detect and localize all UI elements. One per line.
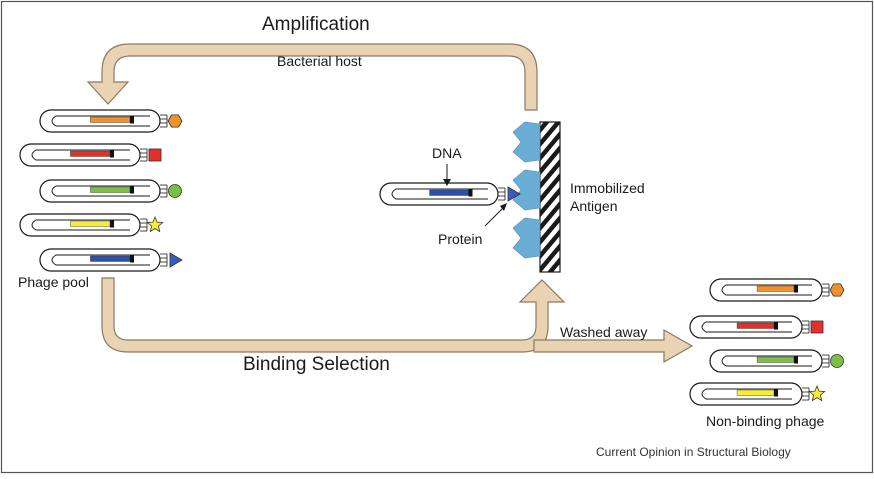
- non-binding-phage-label: Non-binding phage: [706, 413, 825, 429]
- pool-phage-2: [39, 179, 182, 203]
- triangle-protein-tip: [507, 186, 521, 202]
- bound-phage-0: [379, 182, 521, 206]
- phage-dna-loop: [701, 388, 792, 400]
- binding-selection-arrow: [101, 277, 566, 353]
- circle-protein-tip: [168, 184, 182, 198]
- triangle-protein-tip: [169, 252, 183, 268]
- non-binding-group: [689, 278, 845, 406]
- phage-pool-group: [19, 109, 183, 272]
- gene-marker: [130, 116, 134, 124]
- square-protein-tip: [148, 148, 162, 162]
- protein-label: Protein: [438, 231, 483, 247]
- gene-insert: [90, 255, 131, 262]
- phage-dna-loop: [51, 115, 150, 127]
- gene-insert: [756, 285, 795, 292]
- gene-marker: [774, 389, 778, 397]
- gene-marker: [130, 186, 134, 194]
- gene-marker: [774, 322, 778, 330]
- gene-insert: [429, 189, 469, 196]
- antigen-surface: [539, 121, 561, 273]
- gene-insert: [736, 389, 775, 396]
- phage-dna-loop: [31, 149, 130, 161]
- antigen-label-line1: Immobilized: [570, 180, 645, 196]
- phage-dna-loop: [721, 284, 812, 296]
- non-binding-phage-0: [709, 278, 845, 302]
- pool-phage-0: [39, 109, 183, 133]
- protein-pointer-line: [484, 205, 506, 227]
- washed-away-arrow: [533, 328, 694, 364]
- non-binding-phage-3: [689, 382, 826, 406]
- dna-pointer-head: [443, 179, 451, 186]
- gene-insert: [736, 322, 775, 329]
- square-protein-tip: [810, 320, 824, 334]
- amplification-arrow: [86, 43, 538, 111]
- gene-insert: [756, 356, 795, 363]
- antigen-2: [512, 217, 541, 259]
- gene-marker: [794, 285, 798, 293]
- star-protein-tip: [146, 215, 164, 233]
- pool-phage-3: [19, 213, 164, 237]
- star-protein-tip: [808, 384, 826, 402]
- non-binding-phage-2: [709, 349, 844, 373]
- journal-credit: Current Opinion in Structural Biology: [596, 445, 791, 459]
- gene-insert: [90, 116, 131, 123]
- phage-dna-loop: [701, 321, 792, 333]
- bacterial-host-label: Bacterial host: [277, 53, 362, 69]
- gene-marker: [130, 255, 134, 263]
- pool-phage-4: [39, 248, 183, 272]
- gene-insert: [70, 150, 111, 157]
- binding-selection-label: Binding Selection: [243, 354, 390, 375]
- gene-insert: [70, 220, 111, 227]
- non-binding-phage-1: [689, 315, 824, 339]
- phage-dna-loop: [31, 219, 130, 231]
- gene-marker: [110, 220, 114, 228]
- hexagon-protein-tip: [167, 114, 183, 128]
- gene-marker: [110, 150, 114, 158]
- phage-pool-label: Phage pool: [18, 274, 89, 290]
- pool-phage-1: [19, 143, 162, 167]
- circle-protein-tip: [830, 354, 844, 368]
- washed-away-label: Washed away: [560, 324, 648, 340]
- hexagon-protein-tip: [829, 283, 845, 297]
- phage-dna-loop: [391, 188, 488, 200]
- amplification-label: Amplification: [262, 14, 370, 35]
- gene-insert: [90, 186, 131, 193]
- phage-dna-loop: [721, 355, 812, 367]
- gene-marker: [468, 189, 473, 197]
- protein-pointer-head: [500, 203, 507, 211]
- phage-dna-loop: [51, 254, 150, 266]
- antigen-0: [512, 121, 541, 163]
- dna-label: DNA: [432, 145, 462, 161]
- gene-marker: [794, 356, 798, 364]
- phage-dna-loop: [51, 185, 150, 197]
- antigen-label-line2: Antigen: [570, 198, 618, 214]
- bound-phage-group: [379, 182, 521, 206]
